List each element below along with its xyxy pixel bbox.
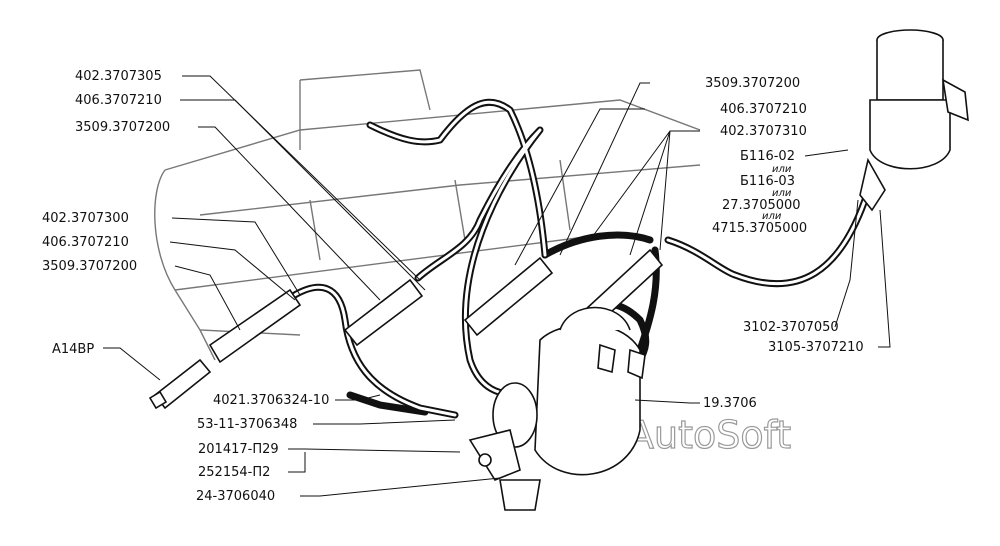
label-coil-27-3705000: 27.3705000 — [722, 198, 801, 213]
label-or-3: или — [762, 211, 782, 222]
part-labels: 402.3707305 406.3707210 3509.3707200 402… — [42, 69, 864, 504]
label-coil-4715-3705000: 4715.3705000 — [712, 221, 807, 236]
label-or-2: или — [772, 188, 792, 199]
label-3509-3707200-right: 3509.3707200 — [705, 76, 800, 91]
engine-block-outline — [154, 69, 701, 361]
leader-lines — [103, 75, 891, 497]
label-coil-b116-03: Б116-03 — [740, 174, 795, 189]
label-201417-p29: 201417-П29 — [198, 442, 279, 457]
label-406-3707210-top: 406.3707210 — [75, 93, 162, 108]
label-402-3707310: 402.3707310 — [720, 124, 807, 139]
label-4021-3706324-10: 4021.3706324-10 — [213, 393, 329, 408]
label-3509-3707200-mid: 3509.3707200 — [42, 259, 137, 274]
boot-2 — [343, 278, 424, 347]
label-3102-3707050: 3102-3707050 — [743, 320, 839, 335]
label-406-3707210-mid: 406.3707210 — [42, 235, 129, 250]
spark-plug — [148, 358, 212, 410]
label-or-1: или — [772, 164, 792, 175]
label-19-3706: 19.3706 — [703, 396, 757, 411]
label-402-3707300: 402.3707300 — [42, 211, 129, 226]
label-a14vr: А14ВР — [52, 342, 94, 357]
watermark: AutoSoft — [628, 413, 791, 457]
ignition-wires — [289, 98, 869, 419]
label-3509-3707200-top: 3509.3707200 — [75, 120, 170, 135]
label-406-3707210-right: 406.3707210 — [720, 102, 807, 117]
label-coil-b116-02: Б116-02 — [740, 149, 795, 164]
label-53-11-3706348: 53-11-3706348 — [197, 417, 297, 432]
ignition-coil — [859, 29, 969, 212]
label-24-3706040: 24-3706040 — [196, 489, 275, 504]
boot-1 — [208, 288, 302, 364]
spark-plug-boots — [208, 248, 664, 364]
label-3105-3707210: 3105-3707210 — [768, 340, 864, 355]
label-252154-p2: 252154-П2 — [198, 465, 270, 480]
distributor — [468, 306, 646, 511]
boot-3 — [463, 256, 554, 337]
label-402-3707305: 402.3707305 — [75, 69, 162, 84]
